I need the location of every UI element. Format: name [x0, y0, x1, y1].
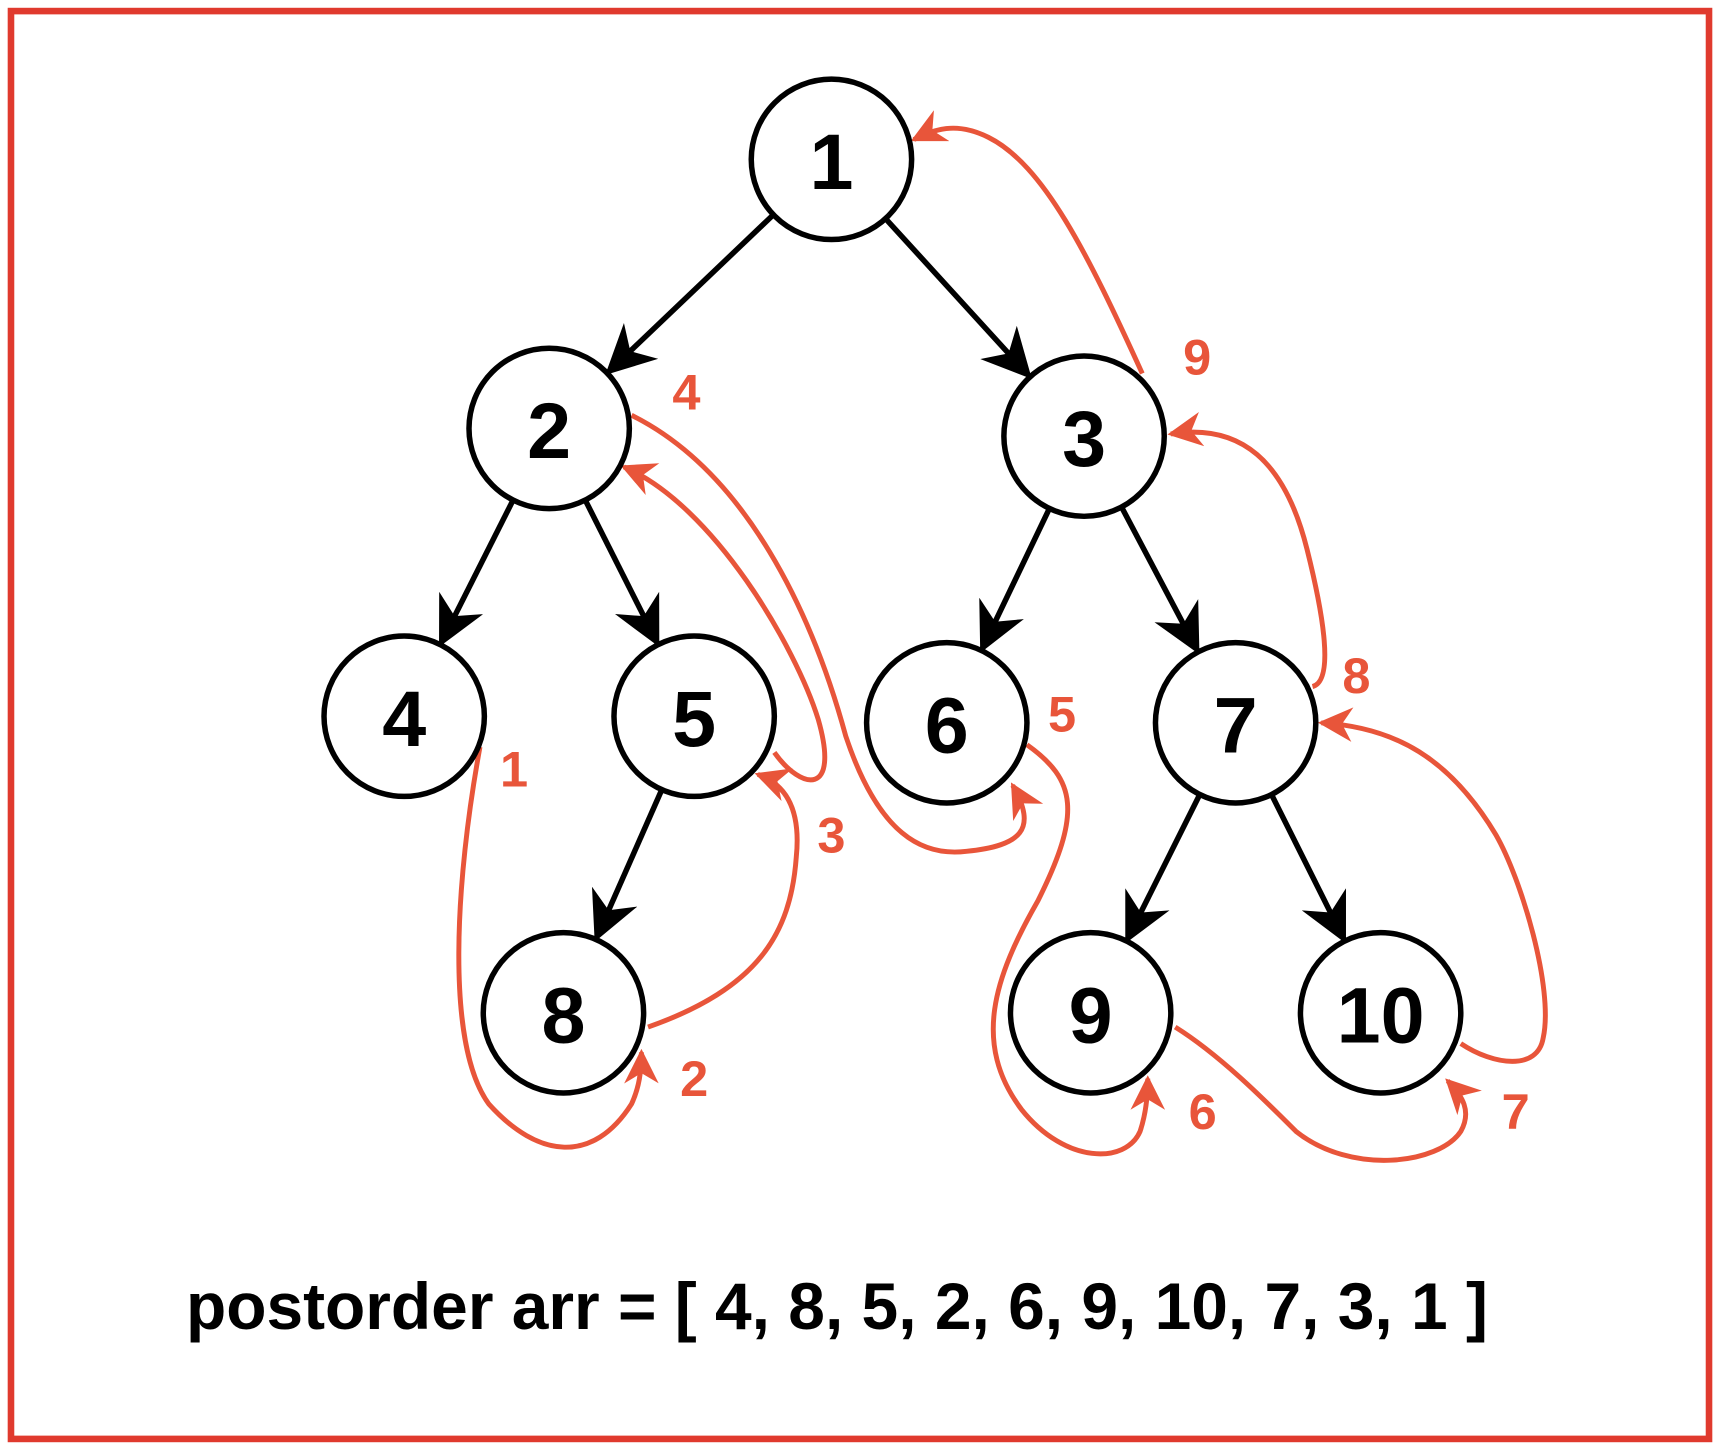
node-circle	[748, 76, 915, 243]
node-label: 1	[809, 117, 853, 206]
tree-node-5: 5	[611, 633, 778, 800]
node-circle	[863, 639, 1030, 806]
tree-node-8: 8	[480, 929, 647, 1096]
step-label: 6	[1189, 1083, 1217, 1140]
node-label: 2	[527, 386, 571, 475]
traversal-arrow-9	[910, 110, 1145, 375]
traversal-paths	[456, 110, 1548, 1163]
traversal-arrow-3	[620, 463, 828, 783]
node-label: 4	[382, 674, 426, 763]
step-label: 4	[672, 364, 700, 421]
tree-edge-1-2	[605, 212, 776, 376]
node-label: 8	[541, 970, 585, 1059]
tree-edge-2-4	[438, 498, 516, 648]
tree-edge-1-3	[883, 216, 1032, 379]
node-label: 7	[1214, 681, 1258, 770]
node-label: 6	[925, 681, 969, 770]
tree-edge-7-10	[1269, 793, 1347, 944]
node-circle	[1001, 353, 1167, 520]
frame-border	[7, 7, 1713, 1443]
traversal-arrow-8	[1167, 412, 1328, 689]
tree-edge-5-8	[591, 788, 665, 942]
tree-node-2: 2	[466, 345, 633, 512]
tree-edge-3-7	[1119, 505, 1200, 655]
node-label: 10	[1337, 970, 1425, 1059]
node-circle	[480, 929, 647, 1096]
traversal-arrow-4	[630, 413, 1044, 855]
traversal-arrow-5	[990, 742, 1166, 1157]
tree-nodes: 1 2 3 4 5 6 7 8 9 10	[321, 76, 1464, 1096]
step-labels: 1 2 3 4 5 6 7 8 9	[500, 329, 1530, 1141]
tree-node-1: 1	[748, 76, 915, 243]
tree-edges	[438, 212, 1347, 944]
tree-node-10: 10	[1297, 929, 1464, 1096]
step-label: 5	[1048, 686, 1076, 743]
step-label: 3	[817, 806, 845, 863]
tree-edge-3-6	[979, 507, 1052, 653]
node-circle	[466, 345, 633, 512]
tree-edge-2-5	[582, 498, 660, 648]
node-circle	[1007, 929, 1174, 1096]
node-label: 3	[1062, 394, 1106, 483]
step-label: 2	[680, 1050, 708, 1107]
node-label: 9	[1069, 970, 1113, 1059]
tree-node-4: 4	[321, 633, 488, 800]
traversal-arrow-7	[1317, 707, 1548, 1064]
tree-node-3: 3	[1001, 353, 1167, 520]
node-circle	[321, 633, 488, 800]
step-label: 7	[1502, 1083, 1530, 1140]
traversal-arrow-6	[1173, 1024, 1482, 1163]
tree-edge-7-9	[1125, 793, 1203, 944]
step-label: 9	[1183, 329, 1211, 386]
node-circle	[1297, 929, 1464, 1096]
traversal-arrow-2	[647, 768, 800, 1030]
tree-node-9: 9	[1007, 929, 1174, 1096]
postorder-caption: postorder arr = [ 4, 8, 5, 2, 6, 9, 10, …	[186, 1269, 1488, 1343]
tree-node-7: 7	[1152, 639, 1319, 806]
tree-node-6: 6	[863, 639, 1030, 806]
traversal-arrow-1	[456, 746, 659, 1150]
node-circle	[1152, 639, 1319, 806]
step-label: 8	[1342, 647, 1370, 704]
node-label: 5	[672, 674, 716, 763]
step-label: 1	[500, 740, 528, 797]
node-circle	[611, 633, 778, 800]
